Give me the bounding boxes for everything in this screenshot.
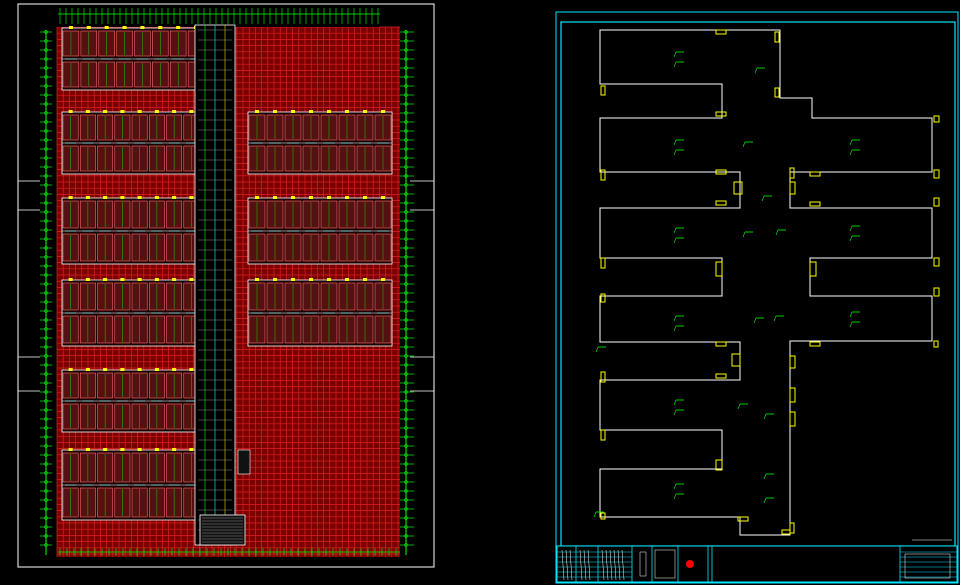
left-wings	[61, 26, 393, 521]
left-sheet[interactable]	[17, 3, 435, 568]
title-block	[556, 545, 958, 583]
right-door-marks	[600, 29, 940, 535]
left-corridor	[194, 24, 251, 546]
right-sheet-outer-frame	[555, 11, 959, 584]
left-sheet-frame	[17, 3, 435, 568]
left-frame-ticks	[18, 180, 434, 392]
right-sheet[interactable]	[555, 11, 959, 584]
right-building-outline	[599, 29, 933, 536]
right-green-labels	[593, 51, 952, 541]
left-dimension-lines	[40, 8, 414, 556]
